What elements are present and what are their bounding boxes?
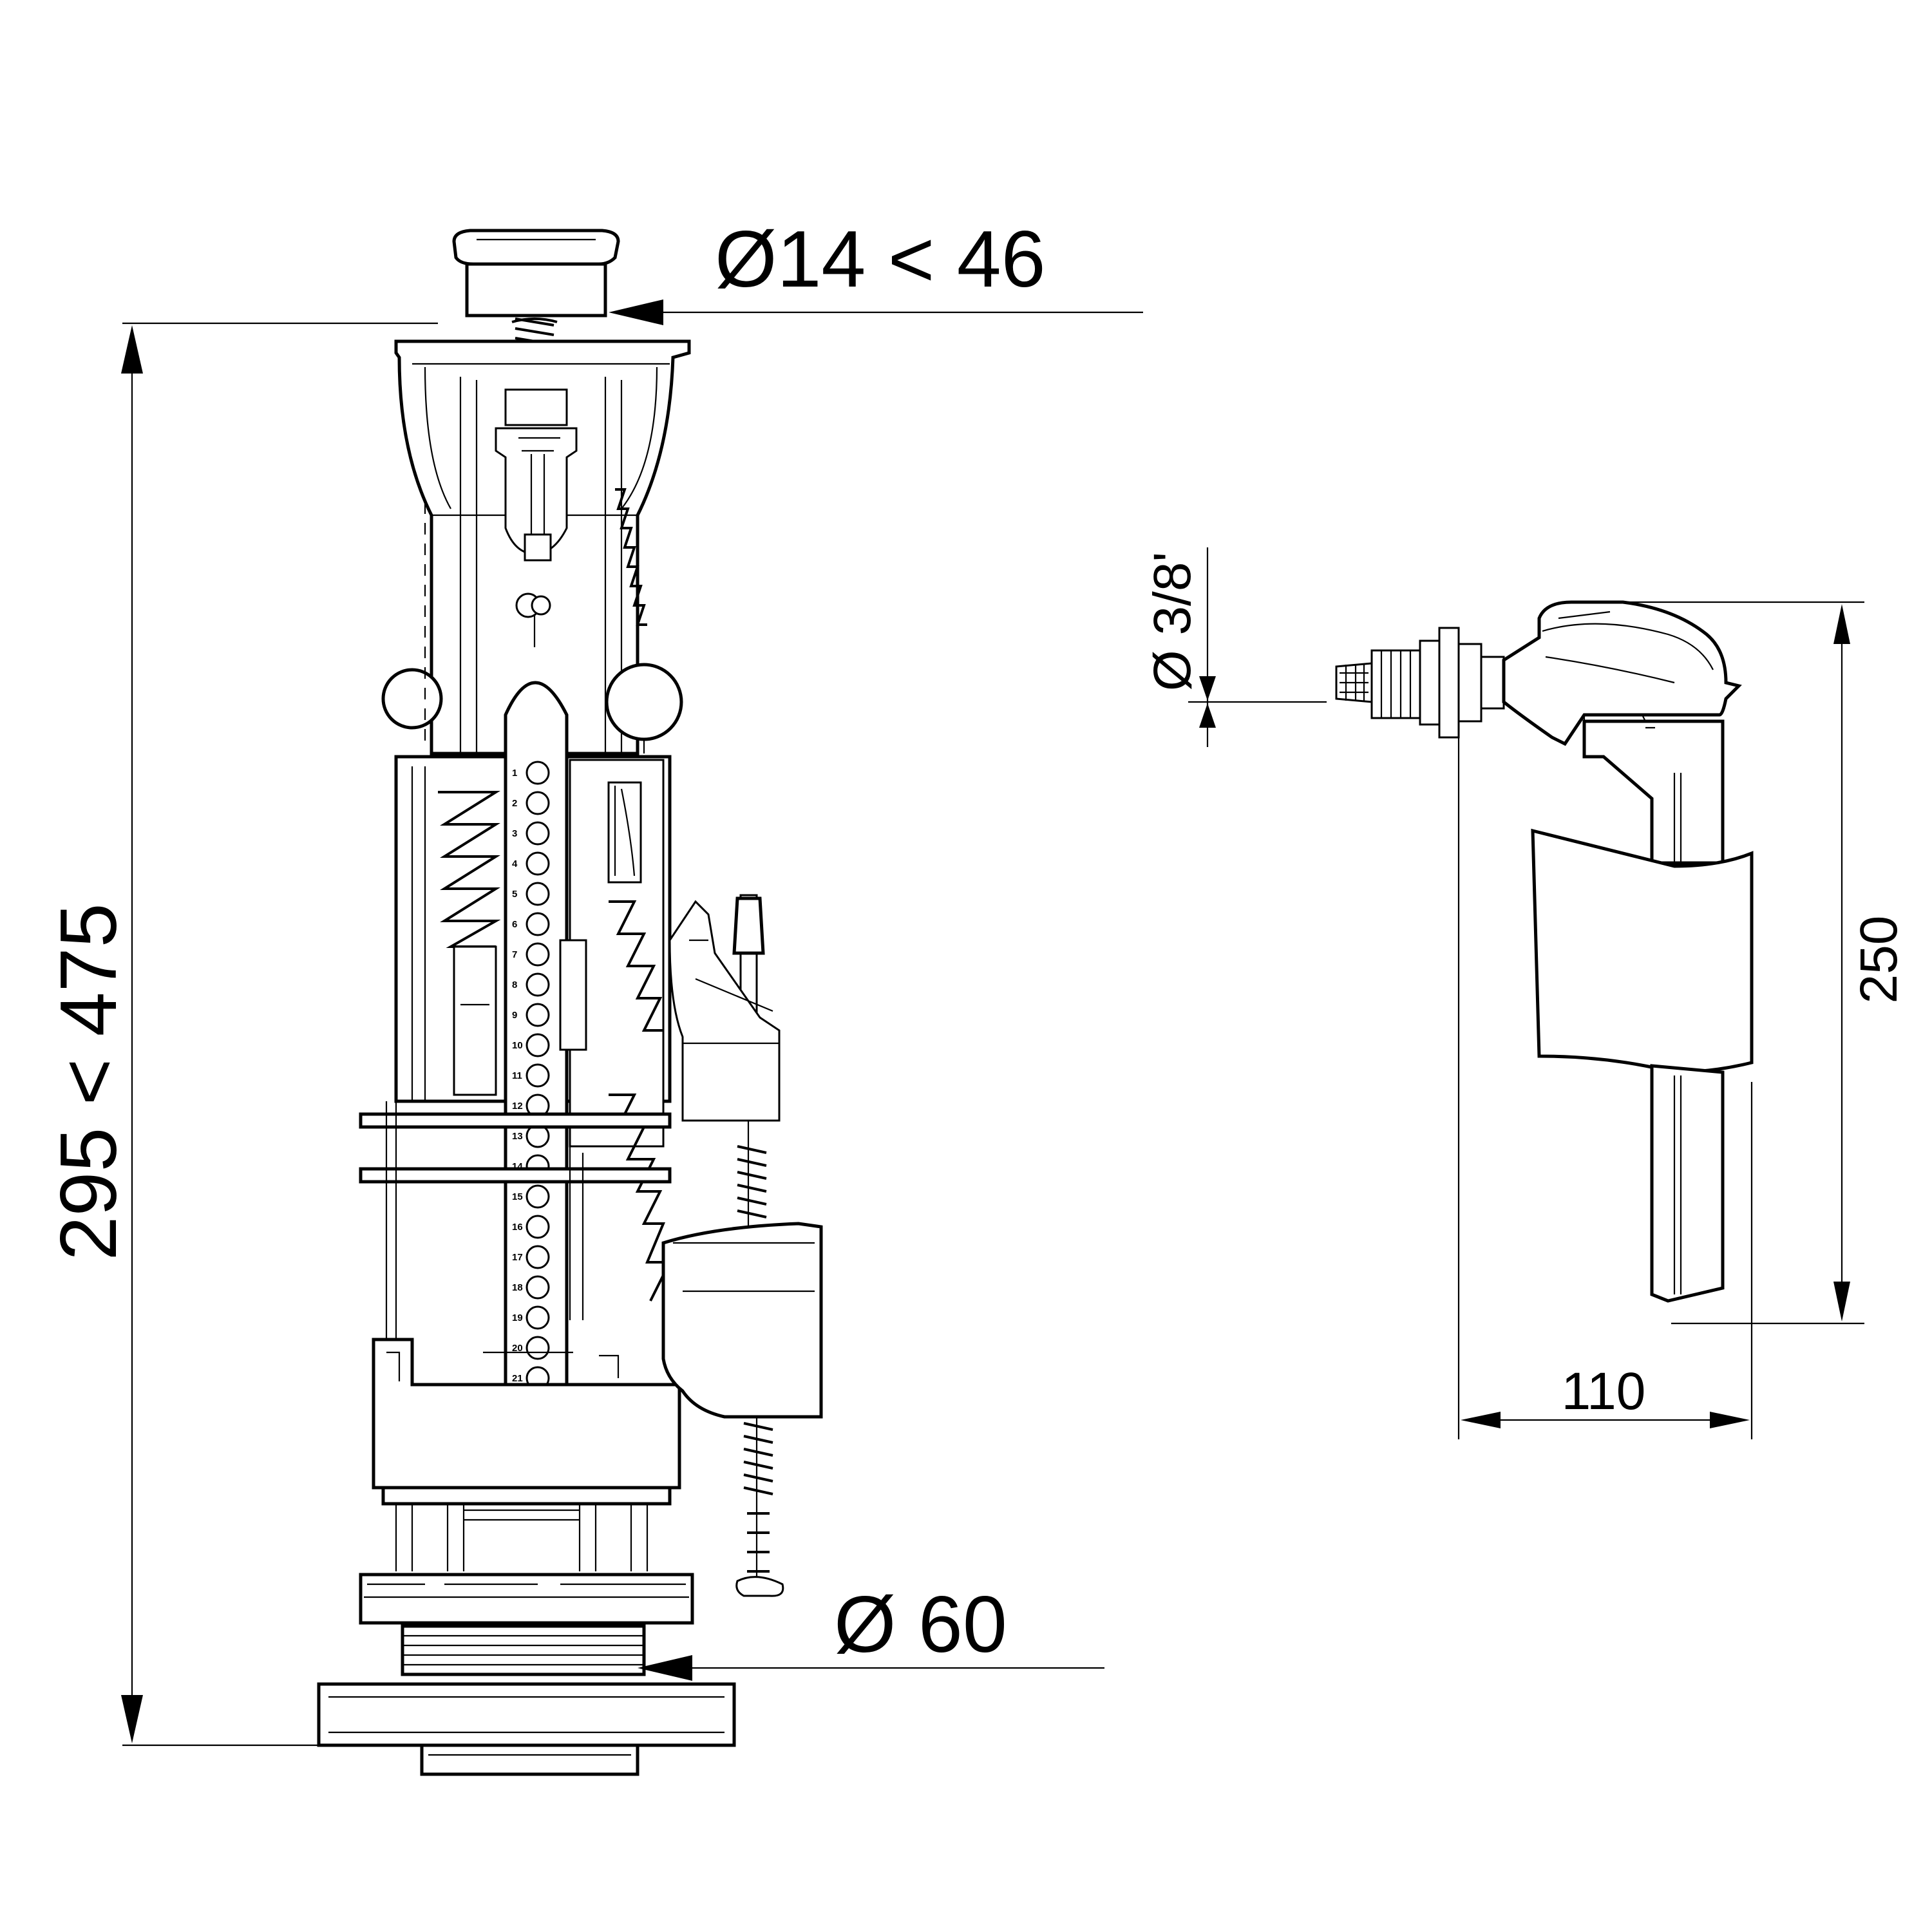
bellows [438,791,501,948]
scale-hole [526,912,550,936]
scale-hole [526,1184,550,1209]
scale-hole [526,791,550,815]
scale-hole [526,1215,550,1239]
right-bulb [605,663,683,741]
scale-hole [526,1033,550,1057]
scale-number: 7 [512,949,517,960]
dim-total-height: 295 < 475 [44,322,438,1747]
scale-number: 15 [512,1191,523,1202]
valve-height-label: 250 [1850,916,1908,1004]
scale-number: 1 [512,768,517,779]
scale-number: 6 [512,919,517,930]
inlet-thread-label: Ø 3/8' [1143,552,1202,691]
scale-number: 9 [512,1010,517,1021]
valve-tube [1650,1064,1725,1303]
total-height-label: 295 < 475 [44,903,133,1260]
scale-number: 10 [512,1040,523,1051]
scale-number: 16 [512,1222,523,1233]
valve-float [1531,828,1754,1074]
valve-width-label: 110 [1562,1362,1646,1421]
inlet-nut [1419,627,1482,739]
base-cage [381,1486,672,1571]
scale-number: 21 [512,1373,523,1384]
button-spring [511,317,558,346]
scale-number: 5 [512,889,517,900]
scale-hole [526,942,550,967]
fill-valve [1335,600,1754,1303]
lever [668,900,781,1122]
scale-hole [526,761,550,785]
scale-hole [526,972,550,997]
scale-hole [526,821,550,846]
scale-number: 11 [512,1070,522,1081]
adjust-rod-lower [735,1417,784,1597]
scale-number: 17 [512,1252,523,1263]
linkage [495,388,578,647]
dim-base-diameter: Ø 60 [638,1580,1104,1681]
base-gasket [317,1682,736,1747]
scale-number: 4 [512,858,518,869]
scale-number: 20 [512,1343,523,1354]
scale-number: 12 [512,1101,523,1112]
base-nut [359,1573,694,1625]
scale-hole [526,1003,550,1027]
scale-number: 2 [512,798,517,809]
float-cup [661,1222,823,1419]
valve-column [1582,719,1725,865]
scale-number: 3 [512,828,517,839]
valve-body [1502,600,1742,746]
left-bulb [381,668,443,730]
push-button [452,229,620,317]
scale-number: 18 [512,1282,523,1293]
top-diameter-label: Ø14 < 46 [715,215,1046,304]
scale-hole [526,851,550,876]
scale-number: 13 [512,1131,523,1142]
scale-hole [526,1305,550,1330]
scale-hole [526,1275,550,1300]
scale-number: 8 [512,980,517,990]
scale-number: 19 [512,1312,523,1323]
dim-valve-height: 250 [1623,601,1908,1325]
inlet-thread [1370,649,1421,719]
scale-hole [526,882,550,906]
dim-top-diameter: Ø14 < 46 [609,215,1143,325]
scale-hole [526,1063,550,1088]
base-diameter-label: Ø 60 [834,1580,1007,1669]
right-ratchet [615,488,647,626]
thread [401,1624,646,1676]
dim-valve-width: 110 [1457,737,1753,1439]
dim-inlet-thread: Ø 3/8' [1143,547,1327,747]
scale-hole [526,1245,550,1269]
scale-hole [526,1336,550,1360]
scale-circles [526,761,550,1390]
